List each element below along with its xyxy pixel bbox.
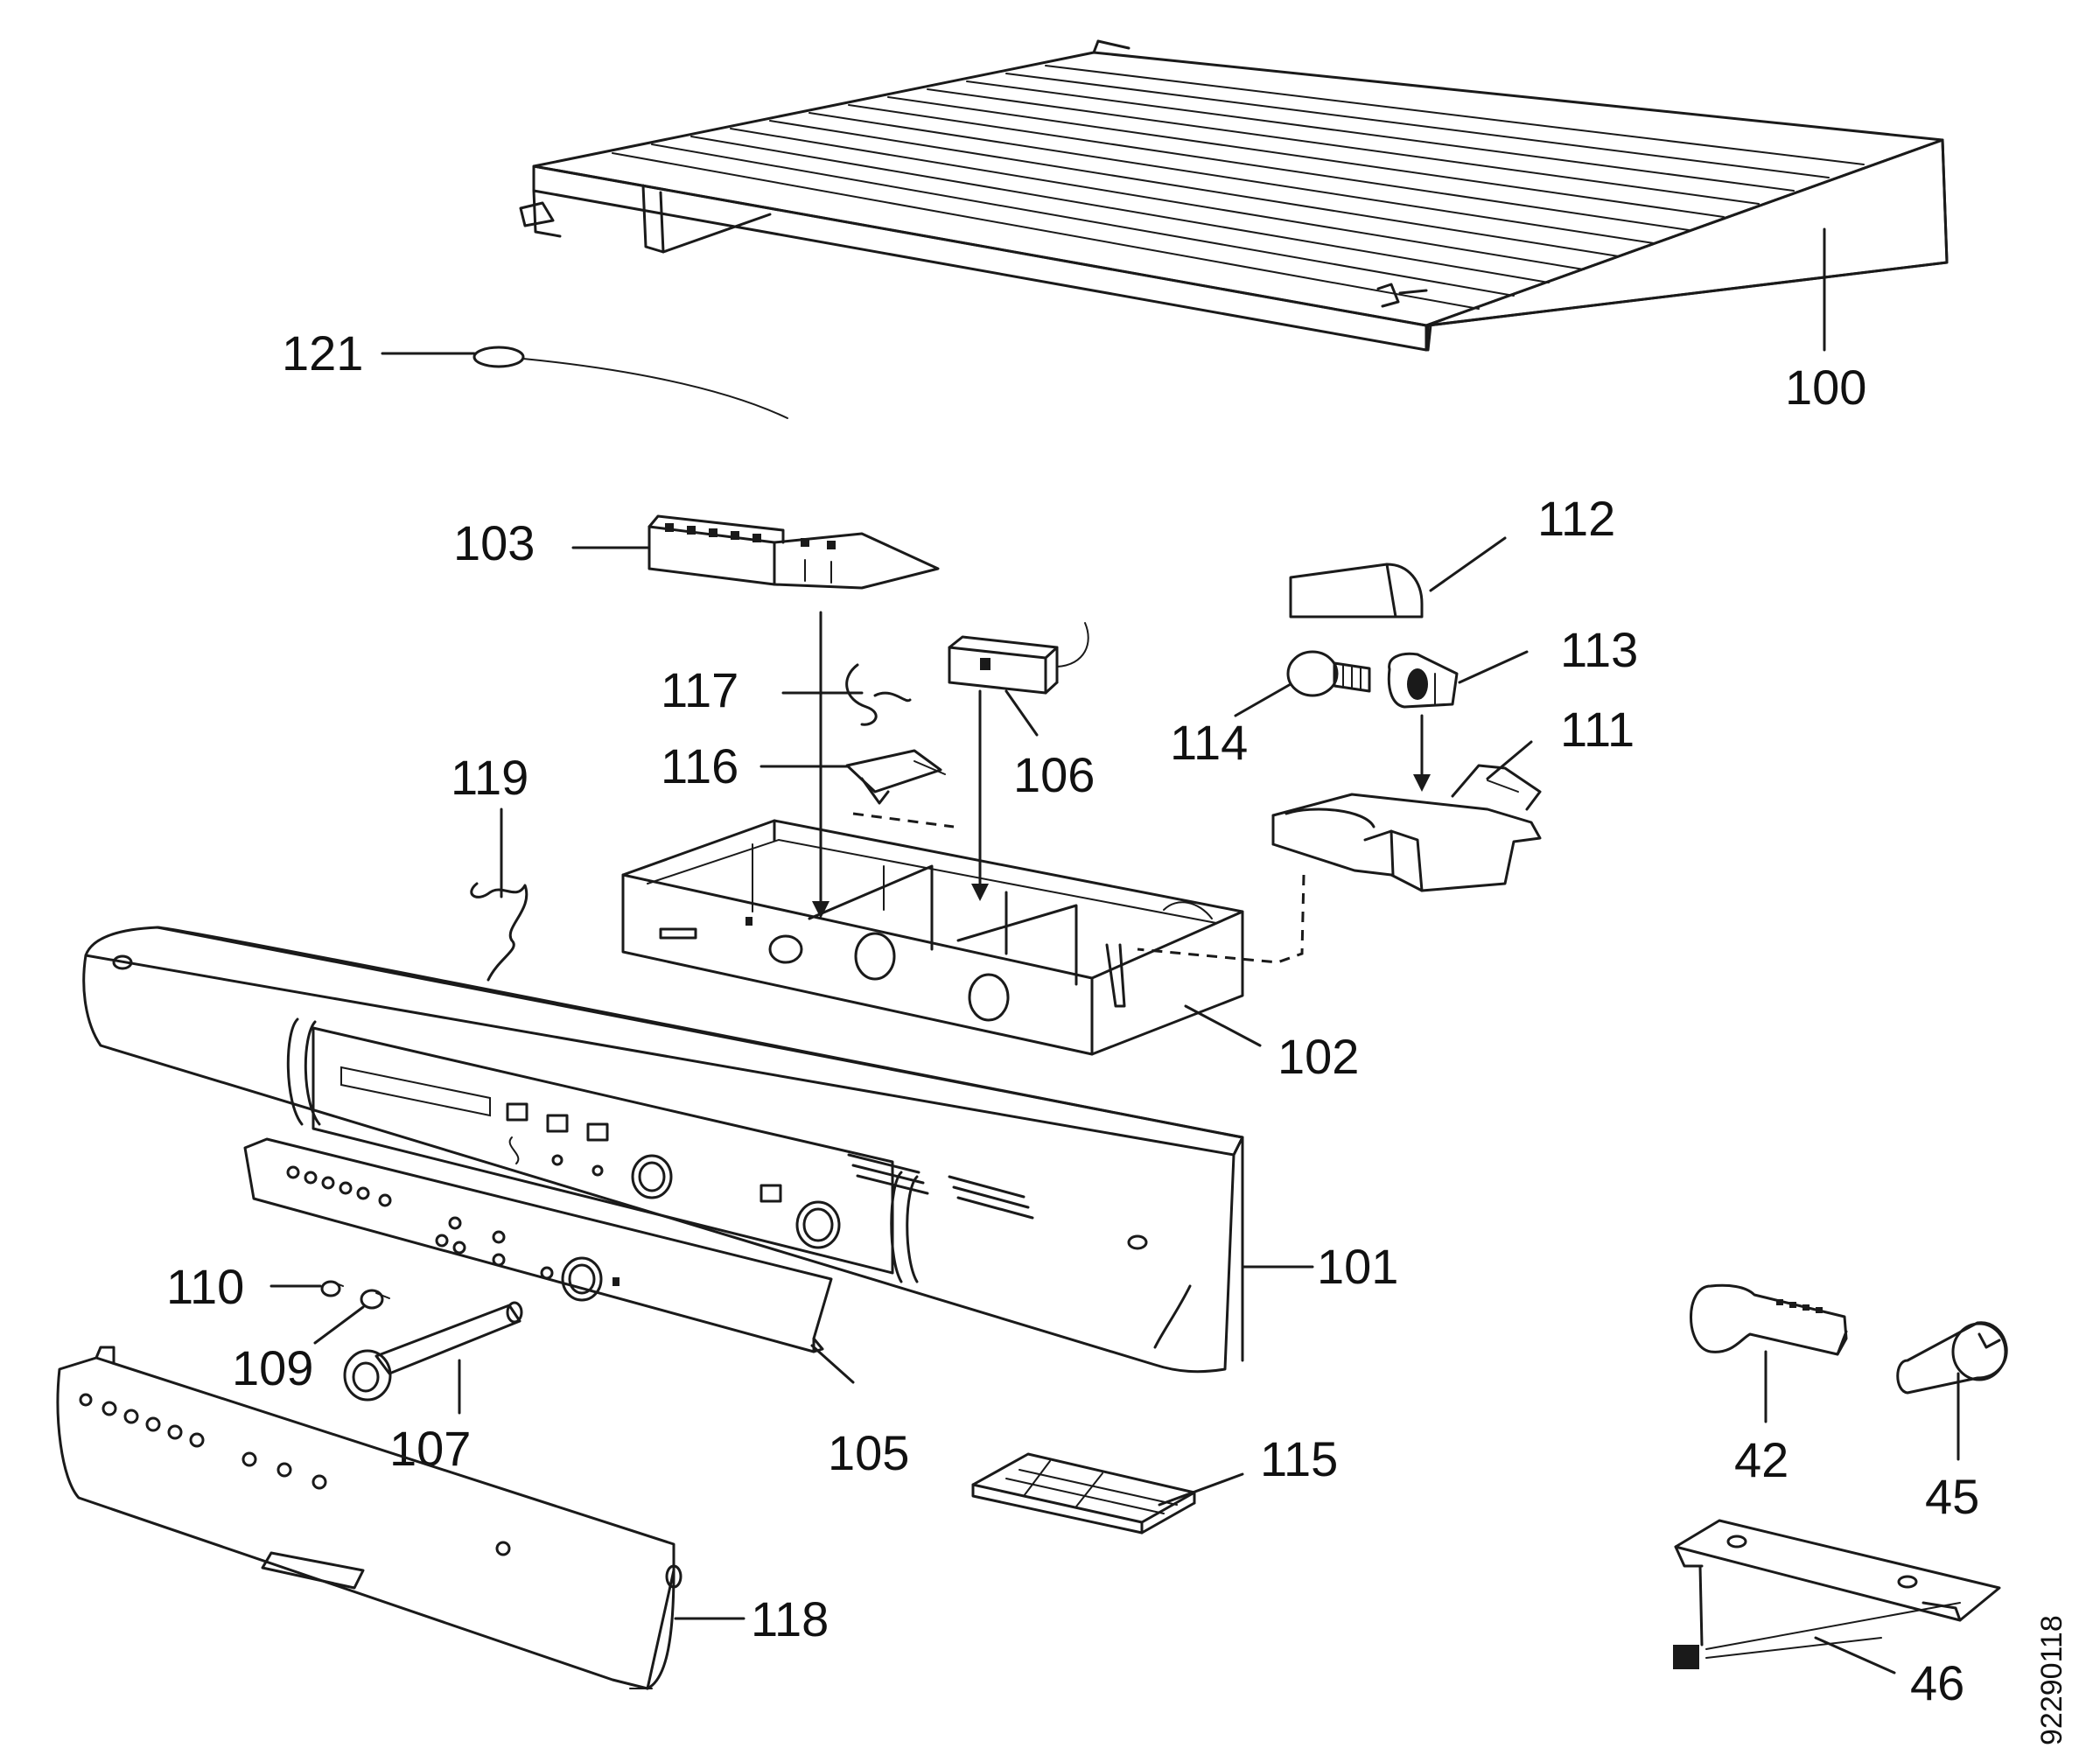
label-109: 109: [232, 1340, 313, 1395]
label-102: 102: [1278, 1029, 1359, 1084]
leader-105: [810, 1344, 855, 1384]
document-number: 92290118: [2035, 1615, 2068, 1745]
leader-115: [1158, 1472, 1244, 1507]
part-109-bushing: [360, 1289, 390, 1310]
part-114-bulb: [1286, 650, 1371, 697]
part-115-vent-grille: [971, 1452, 1196, 1535]
part-105-insert-plate: [243, 1137, 833, 1353]
part-102-control-box: [621, 819, 1244, 1056]
part-111-lamp-housing: [1271, 764, 1542, 892]
dash-102-top: [852, 812, 955, 829]
leader-106: [1004, 689, 1039, 737]
part-42-knob: [1690, 1283, 1848, 1356]
label-114: 114: [1170, 715, 1248, 770]
part-110-spring: [320, 1280, 344, 1297]
part-106-relay: [948, 622, 1089, 695]
leader-113: [1458, 650, 1529, 684]
leader-102: [1184, 1004, 1262, 1047]
part-117-wire: [845, 663, 912, 726]
label-112: 112: [1537, 491, 1615, 546]
label-100: 100: [1785, 360, 1866, 415]
label-113: 113: [1560, 622, 1638, 677]
label-101: 101: [1317, 1239, 1398, 1294]
label-121: 121: [282, 325, 363, 381]
label-45: 45: [1925, 1469, 1979, 1524]
leader-46: [1814, 1636, 1896, 1675]
part-116-clip: [845, 749, 946, 805]
part-45-knob-cap: [1896, 1321, 2008, 1395]
connector-111-102: [1137, 874, 1306, 964]
label-107: 107: [389, 1421, 471, 1476]
part-119-wire: [470, 882, 528, 982]
label-42: 42: [1734, 1432, 1788, 1487]
label-106: 106: [1013, 747, 1095, 802]
leader-114: [1234, 682, 1292, 717]
label-110: 110: [166, 1259, 244, 1314]
label-115: 115: [1260, 1431, 1338, 1486]
leader-111: [1486, 740, 1533, 780]
label-117: 117: [661, 662, 738, 717]
part-118-front-trim: [56, 1346, 682, 1690]
label-116: 116: [661, 738, 738, 794]
leader-112: [1429, 536, 1507, 592]
part-113-socket: [1387, 652, 1459, 709]
part-100-top-cover: [519, 39, 1949, 352]
label-105: 105: [828, 1425, 909, 1480]
part-46-bracket: [1673, 1519, 2001, 1669]
leader-109: [313, 1305, 365, 1345]
label-119: 119: [451, 750, 528, 805]
label-118: 118: [751, 1591, 829, 1647]
label-111: 111: [1560, 702, 1634, 757]
part-121-sensor: [472, 346, 788, 419]
label-103: 103: [453, 515, 535, 570]
part-107-knob-shaft: [343, 1301, 523, 1402]
part-112-lamp-cover: [1289, 563, 1424, 619]
label-46: 46: [1910, 1655, 1964, 1710]
part-101-control-panel: [82, 926, 1244, 1374]
part-103-terminal-block: [648, 514, 940, 590]
